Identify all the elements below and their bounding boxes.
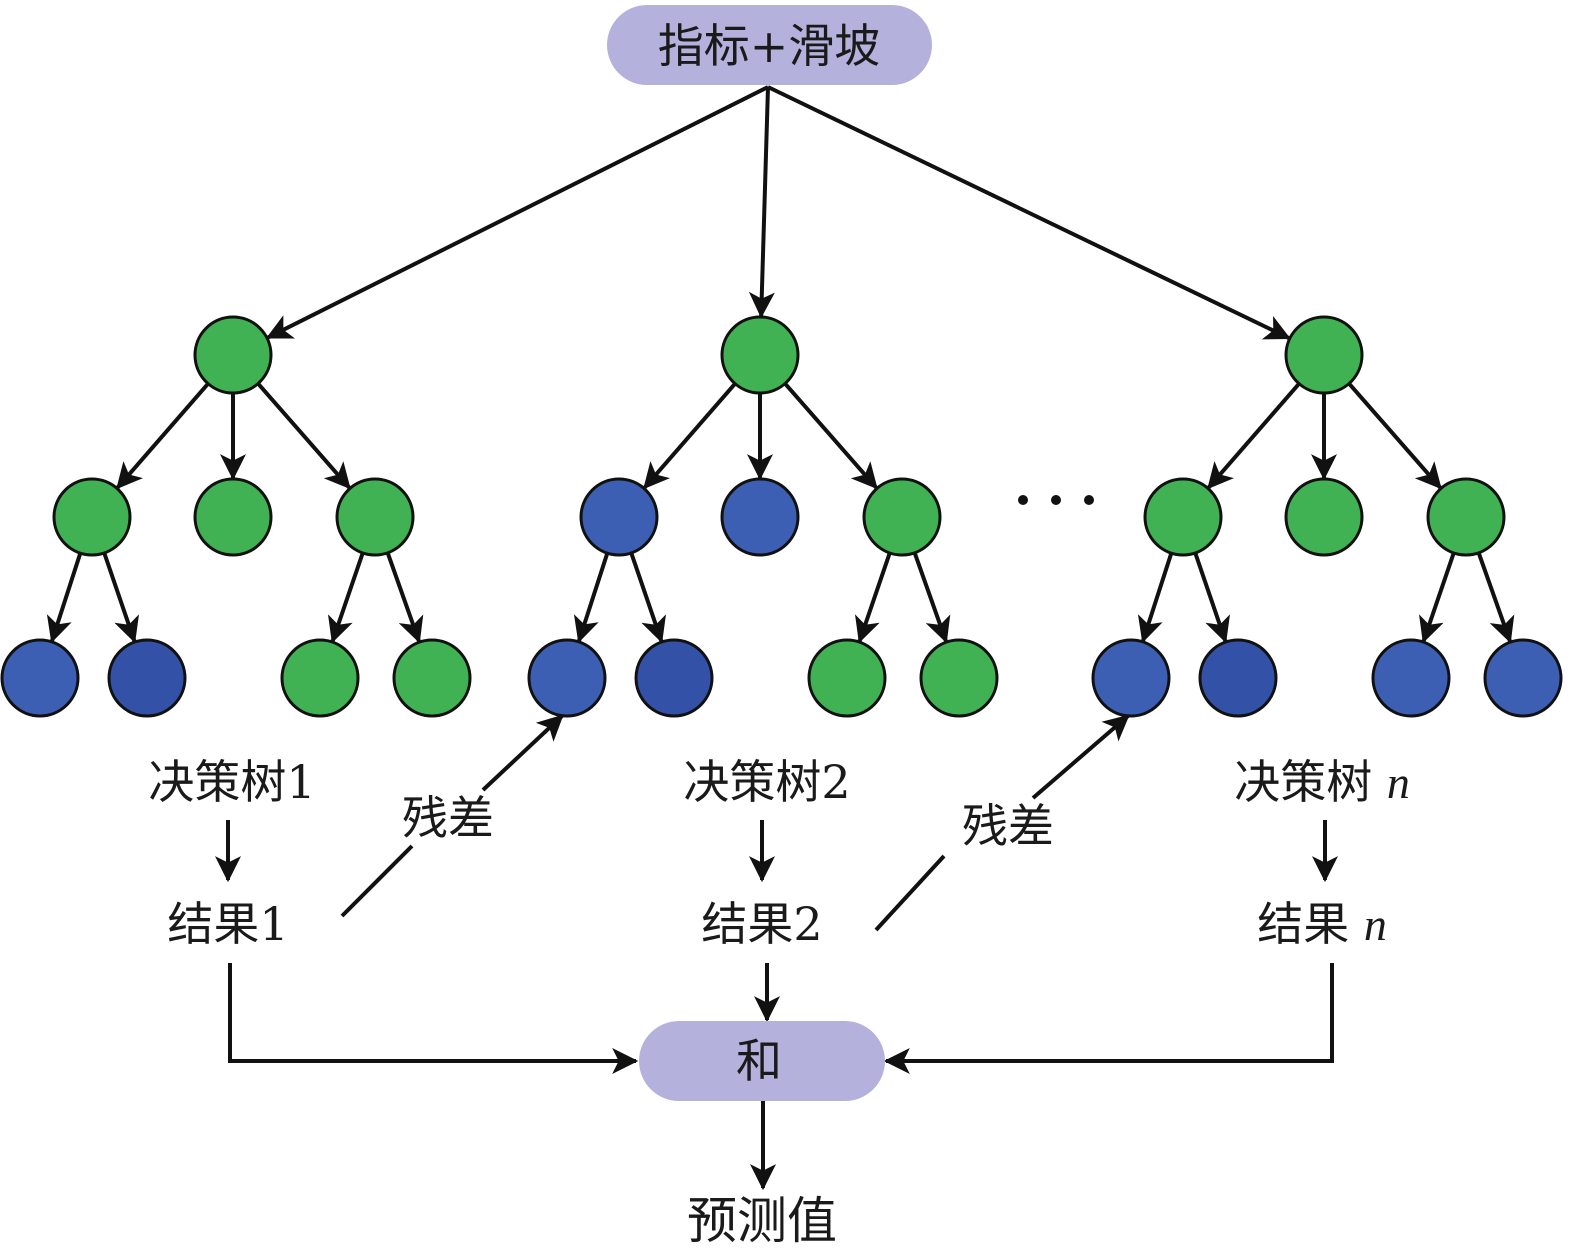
tree-internal-node (335, 477, 415, 557)
result-name: 结果 (1257, 897, 1364, 951)
tree-leaf-node (280, 638, 360, 718)
tree-index: 1 (286, 755, 315, 809)
tree-edge (1137, 552, 1174, 643)
tree-internal-node (720, 477, 800, 557)
residual-line-lower (874, 854, 946, 932)
residual-line-upper (481, 714, 564, 792)
tree-root-node (720, 315, 800, 395)
tree-leaf-node (1091, 638, 1171, 718)
input-edges (265, 85, 1291, 340)
tree-edge (1347, 382, 1442, 490)
tree-edge (385, 552, 424, 644)
tree-edge (116, 382, 210, 490)
result-label-1: 结果1 (167, 897, 288, 951)
trees (0, 315, 1563, 718)
tree-edge (256, 382, 351, 490)
tree-internal-node (1426, 477, 1506, 557)
tree-edge (643, 382, 737, 490)
tree-edge (1476, 552, 1515, 644)
tree-edge (46, 552, 83, 643)
tree-internal-node (193, 477, 273, 557)
tree-root-node (1284, 315, 1364, 395)
svg-text:结果2: 结果2 (701, 897, 822, 951)
svg-text:结果1: 结果1 (167, 897, 288, 951)
tree-leaf-node (527, 638, 607, 718)
output-label: 预测值 (687, 1192, 837, 1250)
tree-edge (1419, 552, 1456, 644)
tree-internal-node (52, 477, 132, 557)
residual-arrow-1: 残差 (340, 714, 564, 918)
tree-leaf-node (1371, 638, 1451, 718)
tree-index: 2 (821, 755, 850, 809)
input-to-tree-2-arrow (748, 86, 775, 319)
tree-label-2: 决策树2 (683, 755, 850, 809)
residual-arrow-2: 残差 (874, 714, 1130, 932)
tree-label-n: 决策树 n (1234, 755, 1410, 809)
sum-pill-shape (639, 1021, 885, 1101)
svg-text:决策树 n: 决策树 n (1234, 755, 1410, 809)
svg-text:决策树2: 决策树2 (683, 755, 850, 809)
tree-leaf-node (634, 638, 714, 718)
tree-internal-node (1143, 477, 1223, 557)
tree-edge (102, 552, 139, 644)
input-pill-shape (607, 5, 932, 85)
ellipsis-dot (1051, 495, 1061, 505)
result-name: 结果 (701, 897, 793, 951)
tree-edge (855, 552, 892, 644)
resultn-to-sum-arrow (883, 963, 1334, 1074)
tree-edge (783, 382, 878, 490)
tree-internal-node (579, 477, 659, 557)
tree-internal-node (1284, 477, 1364, 557)
input-to-tree-3-arrow (767, 85, 1291, 340)
tree-leaf-node (1483, 638, 1563, 718)
tree-leaf-node (0, 638, 80, 718)
svg-text:决策树1: 决策树1 (148, 755, 315, 809)
tree-edge (912, 552, 951, 644)
input-node: 指标+滑坡 (607, 5, 932, 85)
input-to-tree-1-arrow (265, 85, 769, 340)
residual-line-upper (1031, 714, 1130, 800)
result-label-n: 结果 n (1257, 897, 1387, 951)
tree-leaf-node (107, 638, 187, 718)
result1-to-sum-arrow (228, 963, 639, 1074)
tree-name: 决策树 (1234, 755, 1387, 809)
residual-label: 残差 (402, 791, 494, 845)
ellipsis-dot (1084, 495, 1094, 505)
tree-edge (328, 552, 365, 644)
tree-edge (573, 552, 610, 643)
result-index: n (1364, 899, 1387, 950)
result-name: 结果 (167, 897, 259, 951)
tree-edge (629, 552, 666, 644)
tree-index: n (1387, 757, 1410, 808)
tree-label-1: 决策树1 (148, 755, 315, 809)
tree-leaf-node (807, 638, 887, 718)
ellipsis (1018, 495, 1094, 505)
tree-name: 决策树 (683, 755, 821, 809)
decision-tree-3 (1091, 315, 1563, 718)
tree-leaf-node (919, 638, 999, 718)
residual-line-lower (340, 844, 414, 918)
result-index: 2 (793, 897, 822, 951)
tree-leaf-node (1198, 638, 1278, 718)
sum-node: 和 (639, 1021, 885, 1101)
ellipsis-dot (1018, 495, 1028, 505)
tree-name: 决策树 (148, 755, 286, 809)
result-label-2: 结果2 (701, 897, 822, 951)
tree-edge (1193, 552, 1230, 644)
decision-tree-1 (0, 315, 472, 718)
tree-edge (1207, 382, 1301, 490)
input-label: 指标+滑坡 (658, 19, 881, 73)
tree-root-node (193, 315, 273, 395)
decision-tree-2 (527, 315, 999, 718)
sum-label: 和 (736, 1034, 782, 1088)
residual-label: 残差 (962, 799, 1054, 853)
result-index: 1 (259, 897, 288, 951)
tree-internal-node (862, 477, 942, 557)
tree-leaf-node (392, 638, 472, 718)
svg-text:结果 n: 结果 n (1257, 897, 1387, 951)
